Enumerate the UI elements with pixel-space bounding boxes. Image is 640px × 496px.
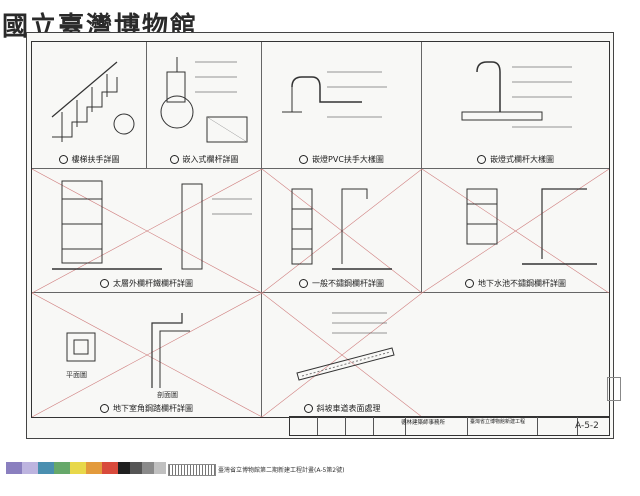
panel-basement-railing: 平面圖 剖面圖 地下室角鋼踏欄杆詳圖 [32, 293, 262, 417]
color-swatch [38, 462, 54, 474]
color-swatch [6, 462, 22, 474]
panel-pool-railing: 地下水池不鏽鋼欄杆詳圖 [422, 169, 609, 293]
panel-recessed-rail-detail: 嵌燈式欄杆大樣圖 [422, 42, 609, 169]
panel-caption: 嵌燈式欄杆大樣圖 [422, 154, 609, 165]
panel-caption: 一般不鏽鋼欄杆詳圖 [262, 278, 421, 289]
pvc-handrail-drawing [282, 71, 387, 118]
panel-stainless-railing: 一般不鏽鋼欄杆詳圖 [262, 169, 422, 293]
basement-railing-drawing [32, 293, 262, 417]
drawing-sheet: 樓梯扶手詳圖 嵌入式欄杆詳圖 [26, 32, 621, 439]
color-swatch [70, 462, 86, 474]
panel-caption: 樓梯扶手詳圖 [32, 154, 146, 165]
panel-caption: 太層外欄杆鐵欄杆詳圖 [32, 278, 261, 289]
panel-exterior-railing: 太層外欄杆鐵欄杆詳圖 [32, 169, 262, 293]
archive-footer: 臺灣省立博物館第二期新建工程計畫(A-5第2號) [218, 467, 345, 474]
recessed-railing-drawing [160, 57, 248, 143]
color-calibration-strip [6, 462, 118, 474]
pool-railing-drawing [422, 169, 609, 293]
office-name: 德林建築師事務所 [401, 420, 446, 426]
plan-label: 平面圖 [66, 371, 87, 379]
barcode [168, 464, 216, 476]
color-swatch [86, 462, 102, 474]
gray-swatch [130, 462, 142, 474]
panel-caption: 嵌燈PVC扶手大樣圖 [262, 154, 421, 165]
color-swatch [22, 462, 38, 474]
ramp-surface-drawing [262, 293, 423, 417]
color-swatch [54, 462, 70, 474]
panel-caption: 地下水池不鏽鋼欄杆詳圖 [422, 278, 609, 289]
panel-pvc-handrail: 嵌燈PVC扶手大樣圖 [262, 42, 422, 169]
panel-caption: 嵌入式欄杆詳圖 [147, 154, 261, 165]
panel-caption: 地下室角鋼踏欄杆詳圖 [32, 403, 261, 414]
project-name: 臺灣省立博物館新建工程 [468, 417, 538, 435]
stainless-railing-drawing [262, 169, 422, 293]
gray-swatch [142, 462, 154, 474]
sheet-number: A-5-2 [575, 421, 599, 431]
panel-caption: 斜坡車道表面處理 [262, 403, 422, 414]
panel-recessed-railing: 嵌入式欄杆詳圖 [147, 42, 262, 169]
panel-stair-handrail: 樓梯扶手詳圖 [32, 42, 147, 169]
recessed-rail-detail-drawing [461, 61, 572, 128]
stair-handrail-drawing [51, 61, 135, 142]
drawing-frame: 樓梯扶手詳圖 嵌入式欄杆詳圖 [31, 41, 610, 418]
exterior-railing-drawing [32, 169, 262, 293]
gray-swatch [118, 462, 130, 474]
grayscale-calibration-strip [118, 462, 166, 474]
approval-stamp [607, 377, 621, 401]
color-swatch [102, 462, 118, 474]
section-label: 剖面圖 [157, 391, 178, 399]
gray-swatch [154, 462, 166, 474]
panel-ramp-surface: 斜坡車道表面處理 [262, 293, 609, 417]
title-block: 臺灣省立博物館新建工程 [289, 416, 610, 436]
